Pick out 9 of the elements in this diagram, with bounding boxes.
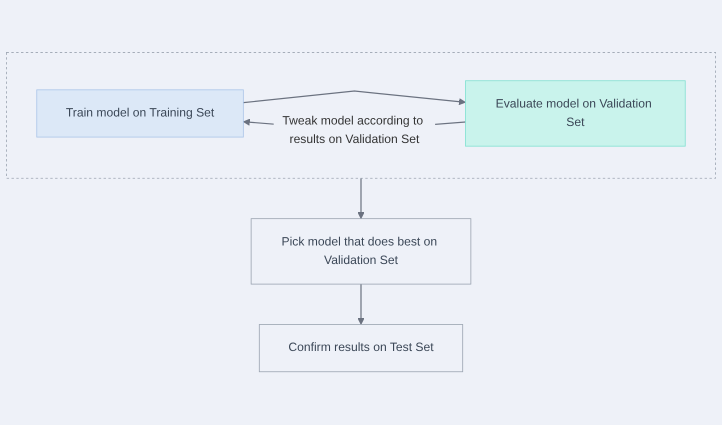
node-box: Confirm results on Test Set (258, 324, 464, 373)
node-box: Evaluate model on Validation Set (465, 80, 686, 147)
arrow (357, 178, 365, 220)
node-box: Train model on Training Set (36, 90, 244, 138)
node-box: Pick model that does best on Validation Set (250, 218, 472, 285)
arrow (357, 284, 365, 326)
edge-label: Tweak model according to results on Validation Set (282, 114, 424, 146)
arrow (243, 90, 466, 106)
cluster (6, 52, 716, 180)
